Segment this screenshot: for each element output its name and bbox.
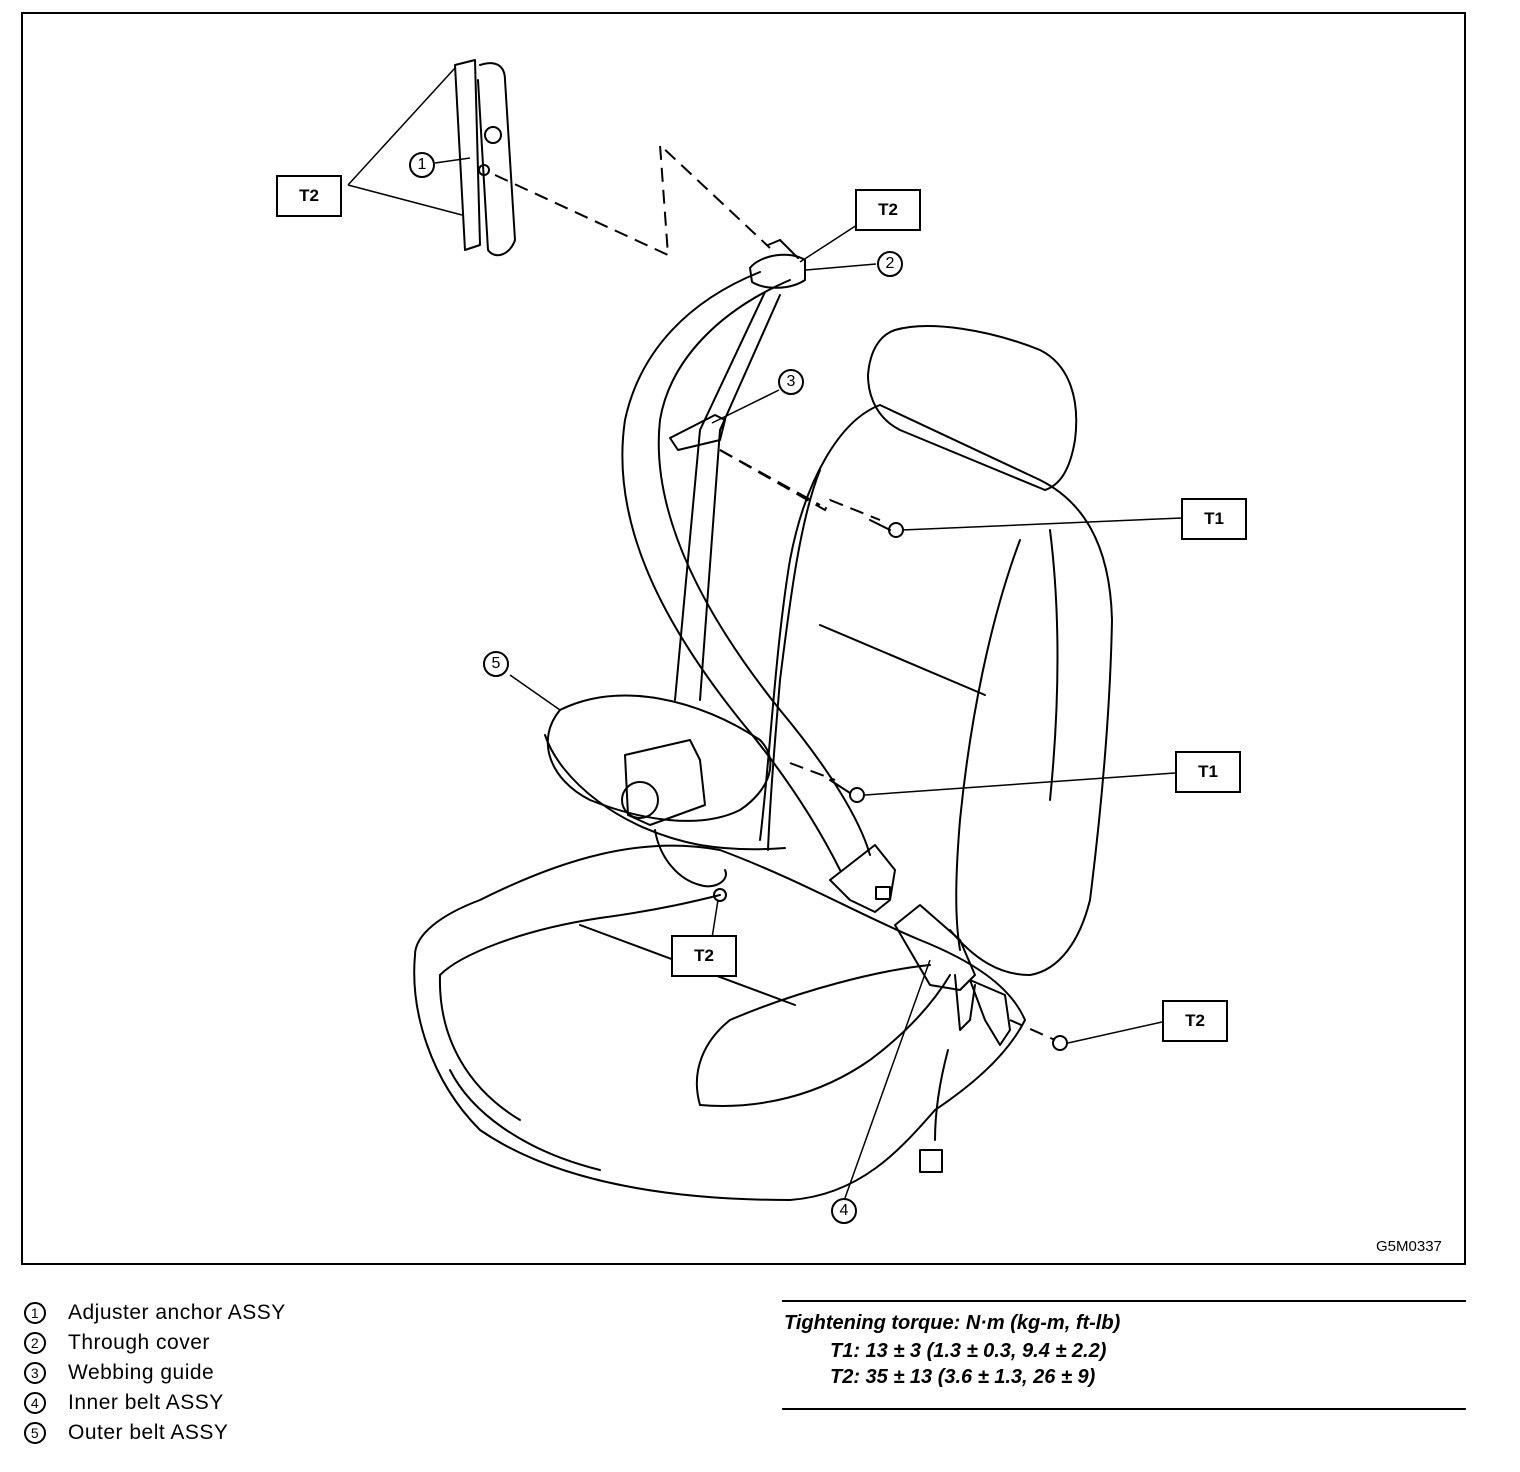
callout-3: 3	[778, 369, 804, 395]
callout-2: 2	[877, 251, 903, 277]
legend-item: 1 Adjuster anchor ASSY	[24, 1298, 286, 1328]
seat-belt-illustration	[347, 59, 1183, 1201]
legend-label: Inner belt ASSY	[68, 1391, 224, 1414]
retractor	[624, 739, 706, 826]
legend-item: 2 Through cover	[24, 1328, 286, 1358]
webbing-guide	[669, 414, 726, 451]
legend-item: 4 Inner belt ASSY	[24, 1388, 286, 1418]
legend-item: 5 Outer belt ASSY	[24, 1418, 286, 1448]
callout-4: 4	[831, 1198, 857, 1224]
callout-1: 1	[409, 152, 435, 178]
legend-number: 1	[24, 1302, 46, 1324]
parts-legend: 1 Adjuster anchor ASSY 2 Through cover 3…	[24, 1298, 286, 1448]
legend-number: 4	[24, 1392, 46, 1414]
outer-belt-loop	[546, 694, 772, 822]
torque-label-t2: T2	[855, 189, 921, 231]
buckle	[894, 904, 976, 991]
legend-label: Adjuster anchor ASSY	[68, 1301, 286, 1324]
bolt-t1-lower	[849, 787, 865, 803]
torque-label-t2: T2	[1162, 1000, 1228, 1042]
torque-label-t1: T1	[1181, 498, 1247, 540]
adjuster-anchor	[454, 59, 481, 251]
legend-item: 3 Webbing guide	[24, 1358, 286, 1388]
torque-row-t1: T1: 13 ± 3 (1.3 ± 0.3, 9.4 ± 2.2)	[830, 1340, 1107, 1362]
bolt-t2-buckle	[1052, 1035, 1068, 1051]
torque-row-t2: T2: 35 ± 13 (3.6 ± 1.3, 26 ± 9)	[830, 1366, 1096, 1388]
seat-back	[759, 404, 1113, 976]
torque-title: Tightening torque: N·m (kg-m, ft-lb)	[784, 1312, 1121, 1334]
callout-5: 5	[483, 651, 509, 677]
torque-label-t2: T2	[671, 935, 737, 977]
shoulder-belt	[621, 271, 841, 871]
legend-label: Webbing guide	[68, 1361, 215, 1384]
figure-id: G5M0337	[1376, 1238, 1442, 1255]
legend-label: Through cover	[68, 1331, 210, 1354]
headrest	[867, 325, 1078, 491]
legend-number: 3	[24, 1362, 46, 1384]
torque-spec-table: Tightening torque: N·m (kg-m, ft-lb) T1:…	[782, 1300, 1466, 1410]
through-cover	[749, 253, 806, 289]
legend-number: 2	[24, 1332, 46, 1354]
bolt-t1-upper	[888, 522, 904, 538]
legend-label: Outer belt ASSY	[68, 1421, 229, 1444]
seat-cushion	[413, 844, 1026, 1201]
legend-number: 5	[24, 1422, 46, 1444]
torque-label-t2: T2	[276, 175, 342, 217]
diagram-frame	[21, 12, 1466, 1265]
torque-label-t1: T1	[1175, 751, 1241, 793]
